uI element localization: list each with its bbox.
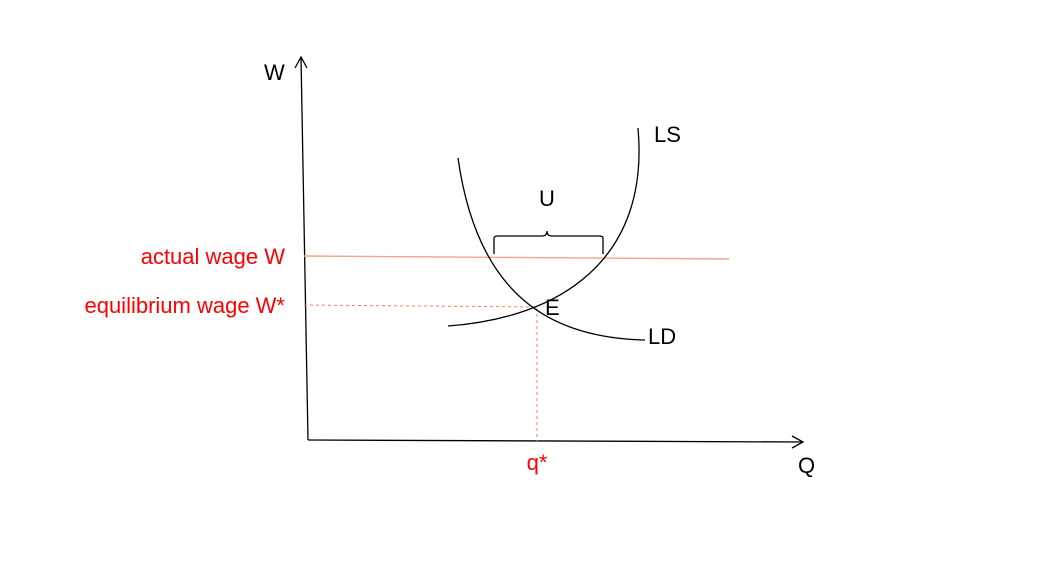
demand-curve-label: LD [648, 324, 676, 349]
actual-wage-line [303, 255, 730, 260]
y-axis-label: W [264, 60, 285, 85]
actual-wage-label: actual wage W [141, 244, 286, 269]
y-axis-arrowhead [294, 55, 308, 69]
supply-curve-label: LS [654, 122, 681, 147]
equilibrium-wage-label: equilibrium wage W* [84, 293, 285, 318]
equilibrium-wage-guide [303, 304, 539, 308]
equilibrium-point-label: E [545, 295, 560, 320]
labor-supply-curve [447, 127, 640, 327]
x-axis [307, 439, 804, 443]
unemployment-label: U [539, 186, 555, 211]
x-axis-arrowhead [791, 435, 805, 449]
x-axis-label: Q [798, 453, 815, 478]
equilibrium-quantity-label: q* [527, 450, 548, 475]
unemployment-brace [493, 230, 604, 254]
labor-demand-curve [457, 157, 646, 341]
y-axis [300, 56, 309, 441]
axes [294, 55, 805, 449]
